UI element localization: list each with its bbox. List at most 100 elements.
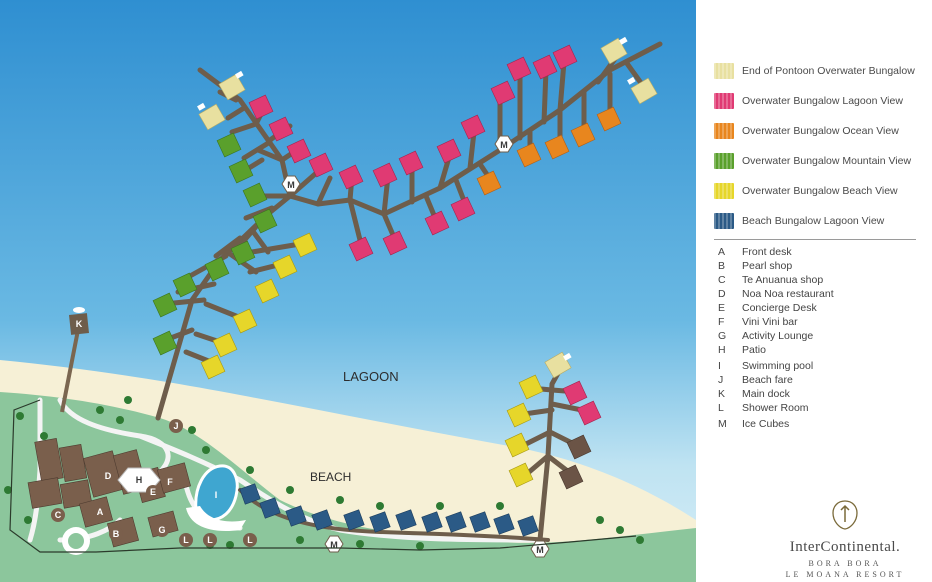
beach-label: BEACH	[310, 470, 351, 484]
key-name: Front desk	[742, 246, 792, 258]
lagoon-view-swatch-icon	[714, 93, 734, 109]
key-letter: J	[718, 374, 724, 386]
legend-item-beach-bungalow: Beach Bungalow Lagoon View	[714, 212, 884, 230]
bungalows-beach-view	[200, 232, 544, 488]
mountain-view-swatch-icon	[714, 153, 734, 169]
key-letter: F	[718, 316, 725, 328]
facility-markers: A B C D E F G H I J K L L L	[51, 319, 257, 547]
key-row-m: M Ice Cubes	[718, 418, 789, 432]
key-name: Patio	[742, 344, 766, 356]
ocean-view-swatch-icon	[714, 123, 734, 139]
svg-text:A: A	[97, 507, 104, 517]
land-area	[0, 392, 696, 582]
svg-text:K: K	[76, 319, 83, 329]
brand-resort: LE MOANA RESORT	[785, 570, 905, 579]
key-name: Pearl shop	[742, 260, 793, 272]
beach-bungalow-swatch-icon	[714, 213, 734, 229]
key-name: Shower Room	[742, 402, 809, 414]
svg-text:L: L	[183, 535, 189, 545]
svg-text:L: L	[247, 535, 253, 545]
key-letter: C	[718, 274, 726, 286]
legend-label: Overwater Bungalow Beach View	[742, 185, 898, 197]
key-row-j: J Beach fare	[718, 374, 793, 388]
pool-deck	[186, 506, 246, 532]
svg-text:C: C	[55, 510, 62, 520]
key-row-i: I Swimming pool	[718, 360, 813, 374]
key-letter: H	[718, 344, 726, 356]
key-row-f: F Vini Vini bar	[718, 316, 798, 330]
svg-text:I: I	[215, 490, 218, 500]
lawn-inner	[68, 533, 84, 549]
key-row-a: A Front desk	[718, 246, 792, 260]
key-row-g: G Activity Lounge	[718, 330, 813, 344]
crest-icon	[832, 500, 858, 530]
legend-item-ocean-view: Overwater Bungalow Ocean View	[714, 122, 899, 140]
svg-text:F: F	[167, 477, 173, 487]
legend-label: End of Pontoon Overwater Bungalow	[742, 65, 915, 77]
key-row-b: B Pearl shop	[718, 260, 792, 274]
beach-view-swatch-icon	[714, 183, 734, 199]
key-letter: M	[718, 418, 727, 430]
svg-text:J: J	[173, 421, 178, 431]
key-name: Vini Vini bar	[742, 316, 798, 328]
ice-cube-markers: M M M M	[281, 135, 550, 558]
key-row-c: C Te Anuanua shop	[718, 274, 823, 288]
key-letter: B	[718, 260, 726, 272]
svg-text:L: L	[207, 535, 213, 545]
bungalows-lagoon-view	[248, 44, 602, 426]
key-letter: I	[718, 360, 721, 372]
key-letter: E	[718, 302, 726, 314]
svg-text:B: B	[113, 529, 120, 539]
svg-text:G: G	[158, 525, 165, 535]
coastline-edge	[9, 399, 637, 553]
svg-text:M: M	[287, 180, 295, 190]
key-name: Activity Lounge	[742, 330, 814, 342]
key-name: Noa Noa restaurant	[742, 288, 834, 300]
land-buildings	[27, 438, 191, 548]
key-row-h: H Patio	[718, 344, 766, 358]
svg-text:M: M	[536, 545, 544, 555]
legend-item-lagoon-view: Overwater Bungalow Lagoon View	[714, 92, 903, 110]
svg-text:H: H	[136, 475, 143, 485]
brand-name: InterContinental.	[789, 539, 901, 555]
key-name: Beach fare	[742, 374, 793, 386]
svg-text:E: E	[150, 487, 156, 497]
legend-label: Overwater Bungalow Mountain View	[742, 155, 912, 167]
legend-label: Beach Bungalow Lagoon View	[742, 215, 885, 227]
key-name: Main dock	[742, 388, 790, 400]
lagoon-label: LAGOON	[343, 369, 399, 384]
legend-divider	[714, 239, 916, 240]
key-row-k: K Main dock	[718, 388, 790, 402]
key-letter: D	[718, 288, 726, 300]
key-letter: A	[718, 246, 726, 258]
bungalows-mountain-view	[152, 132, 278, 356]
legend-item-pontoon: End of Pontoon Overwater Bungalow	[714, 62, 915, 80]
brand-location: BORA BORA	[808, 559, 882, 568]
legend-label: Overwater Bungalow Ocean View	[742, 125, 899, 137]
key-name: Ice Cubes	[742, 418, 790, 430]
resort-map: M M M M	[0, 0, 696, 582]
key-letter: G	[718, 330, 727, 342]
pontoon-swatch-icon	[714, 63, 734, 79]
main-dock	[60, 307, 89, 413]
legend-item-mountain-view: Overwater Bungalow Mountain View	[714, 152, 911, 170]
brand-logo: InterContinental. BORA BORA LE MOANA RES…	[762, 500, 928, 579]
key-letter: K	[718, 388, 726, 400]
svg-text:D: D	[105, 471, 112, 481]
key-letter: L	[718, 402, 724, 414]
key-name: Te Anuanua shop	[742, 274, 824, 286]
bungalows-beach-lagoon-view	[239, 483, 539, 537]
key-row-d: D Noa Noa restaurant	[718, 288, 834, 302]
legend-label: Overwater Bungalow Lagoon View	[742, 95, 903, 107]
svg-text:M: M	[330, 540, 338, 550]
map-legend: End of Pontoon Overwater Bungalow Overwa…	[696, 0, 932, 582]
legend-item-beach-view: Overwater Bungalow Beach View	[714, 182, 898, 200]
bungalows-ocean-view	[476, 106, 622, 196]
bungalows-right-brown	[558, 434, 592, 490]
svg-text:M: M	[500, 140, 508, 150]
key-name: Swimming pool	[742, 360, 814, 372]
bungalows-pontoon	[198, 37, 658, 379]
pontoon-roofs	[197, 36, 636, 361]
key-row-l: L Shower Room	[718, 402, 809, 416]
